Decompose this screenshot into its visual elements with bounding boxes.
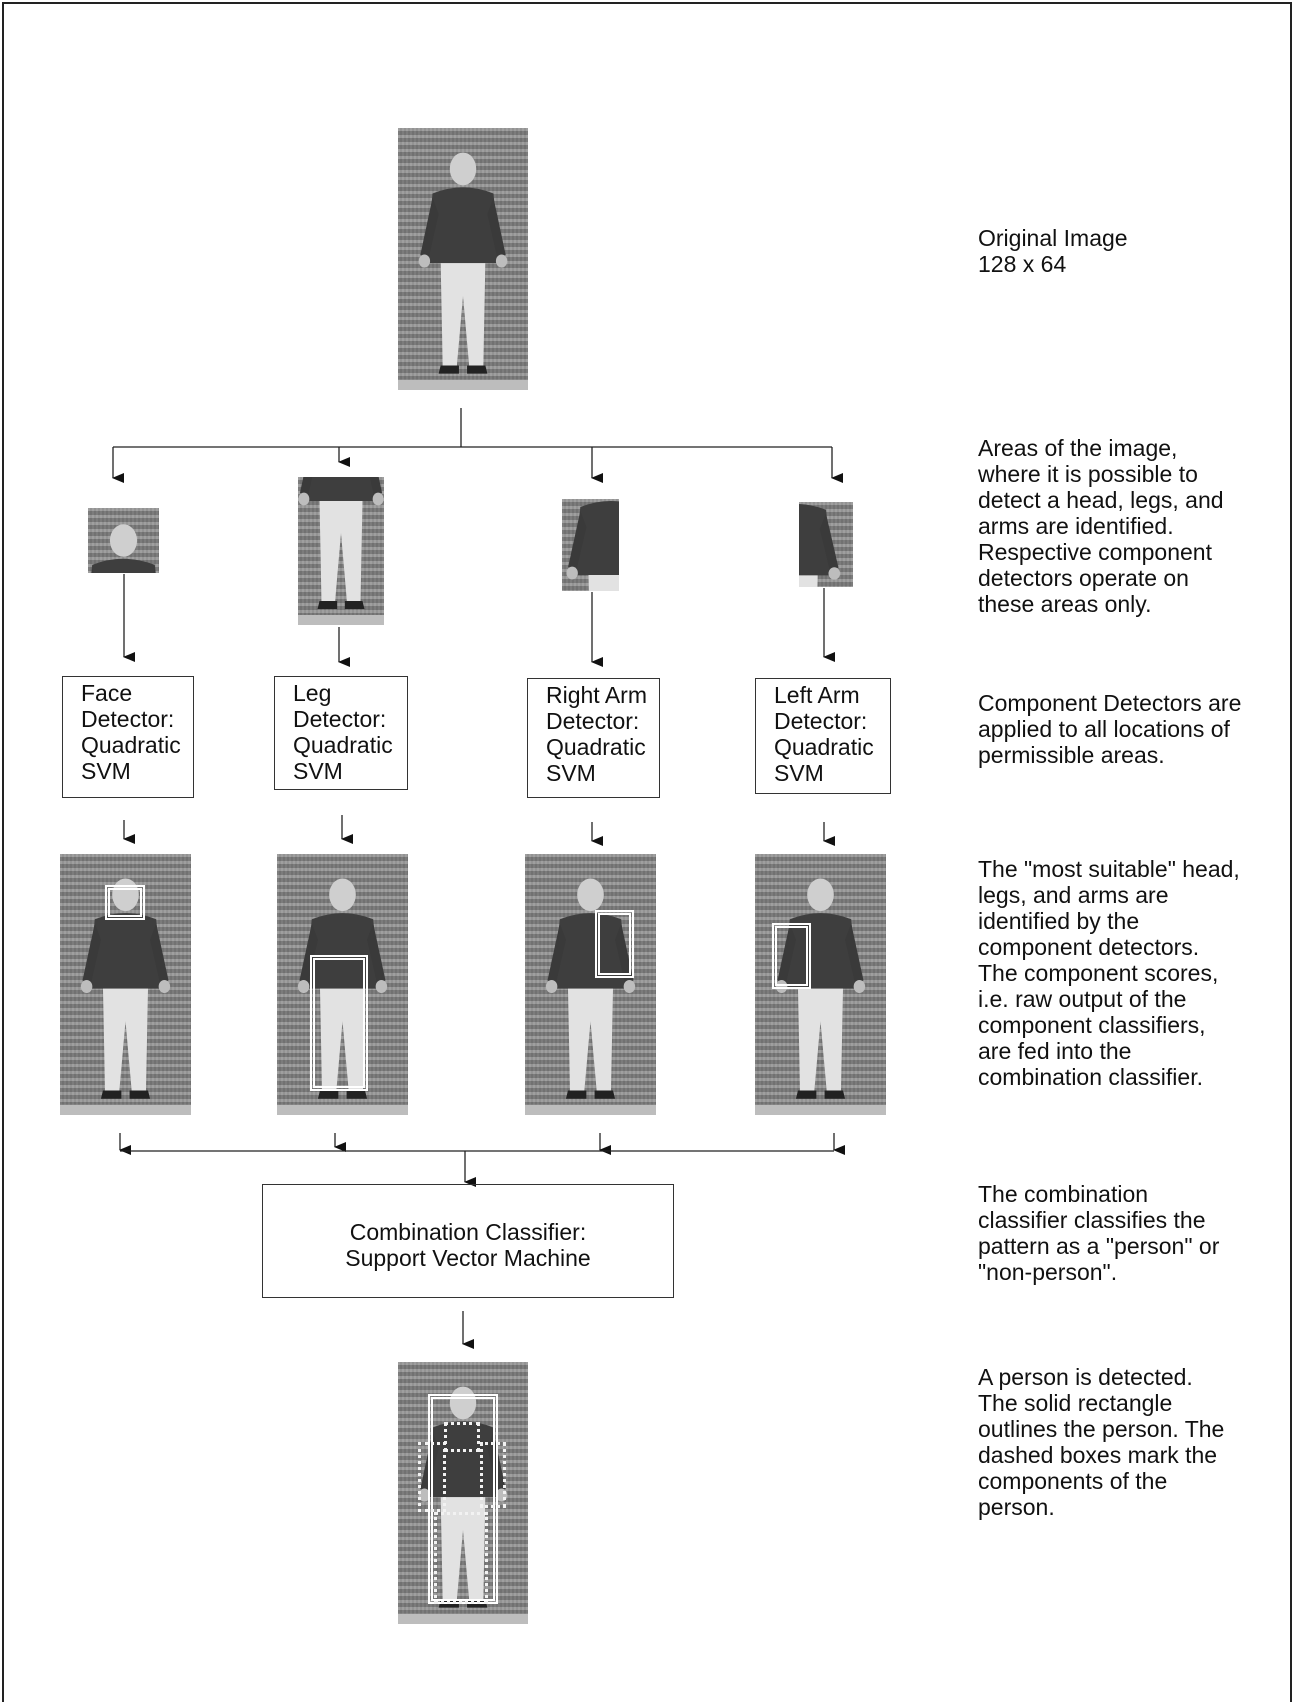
head-component-box <box>444 1422 480 1452</box>
combination-description: The combination classifier classifies th… <box>978 1181 1278 1285</box>
suitable-desc-line-6: i.e. raw output of the <box>978 986 1187 1012</box>
face-detector-box: Face Detector: Quadratic SVM <box>62 676 194 798</box>
right-arm-area-image <box>562 499 619 591</box>
legs-component-box <box>434 1512 488 1604</box>
detectors-desc-line-1: Component Detectors are <box>978 690 1242 716</box>
suitable-components-description: The "most suitable" head, legs, and arms… <box>978 856 1278 1090</box>
suitable-desc-line-2: legs, and arms are <box>978 882 1169 908</box>
leg-detector-line-2: Detector: <box>293 706 387 732</box>
result-desc-line-3: outlines the person. The <box>978 1416 1225 1442</box>
original-image-description: Original Image 128 x 64 <box>978 225 1278 277</box>
combination-line-1: Combination Classifier: <box>349 1219 587 1245</box>
suitable-desc-line-7: component classifiers, <box>978 1012 1206 1038</box>
leg-detection-box <box>310 955 368 1091</box>
face-detector-line-2: Detector: <box>81 706 175 732</box>
right-arm-detection-result-image <box>525 854 656 1115</box>
face-detection-box <box>105 885 145 920</box>
left-arm-detector-line-3: Quadratic <box>774 734 874 760</box>
result-desc-line-5: components of the <box>978 1468 1168 1494</box>
result-desc-line-2: The solid rectangle <box>978 1390 1173 1416</box>
left-arm-component-box <box>480 1442 506 1508</box>
right-arm-detector-line-1: Right Arm <box>546 682 647 708</box>
original-image <box>398 128 528 390</box>
leg-detection-result-image <box>277 854 408 1115</box>
right-arm-detector-line-3: Quadratic <box>546 734 646 760</box>
original-desc-line-2: 128 x 64 <box>978 251 1067 277</box>
areas-desc-line-5: Respective component <box>978 539 1212 565</box>
suitable-desc-line-1: The "most suitable" head, <box>978 856 1240 882</box>
areas-desc-line-6: detectors operate on <box>978 565 1189 591</box>
detectors-desc-line-2: applied to all locations of <box>978 716 1230 742</box>
right-arm-detector-line-4: SVM <box>546 760 596 786</box>
right-arm-detection-box <box>595 910 634 978</box>
original-desc-line-1: Original Image <box>978 225 1128 251</box>
left-arm-detection-result-image <box>755 854 886 1115</box>
result-desc-line-1: A person is detected. <box>978 1364 1193 1390</box>
right-arm-component-box <box>418 1442 446 1512</box>
areas-desc-line-4: arms are identified. <box>978 513 1174 539</box>
combination-desc-line-4: "non-person". <box>978 1259 1118 1285</box>
face-detector-line-1: Face <box>81 680 133 706</box>
areas-description: Areas of the image, where it is possible… <box>978 435 1278 617</box>
right-arm-detector-line-2: Detector: <box>546 708 640 734</box>
leg-detector-box: Leg Detector: Quadratic SVM <box>274 676 408 790</box>
left-arm-detector-line-2: Detector: <box>774 708 868 734</box>
combination-classifier-box: Combination Classifier: Support Vector M… <box>262 1184 674 1298</box>
suitable-desc-line-4: component detectors. <box>978 934 1200 960</box>
combination-desc-line-1: The combination <box>978 1181 1149 1207</box>
detectors-description: Component Detectors are applied to all l… <box>978 690 1278 768</box>
left-arm-detector-line-4: SVM <box>774 760 824 786</box>
result-desc-line-6: person. <box>978 1494 1055 1520</box>
suitable-desc-line-8: are fed into the <box>978 1038 1132 1064</box>
combination-line-2: Support Vector Machine <box>345 1245 591 1271</box>
head-area-image <box>88 508 159 573</box>
person-detected-image <box>398 1362 528 1624</box>
left-arm-detector-line-1: Left Arm <box>774 682 860 708</box>
areas-desc-line-2: where it is possible to <box>978 461 1198 487</box>
areas-desc-line-7: these areas only. <box>978 591 1152 617</box>
leg-detector-line-3: Quadratic <box>293 732 393 758</box>
left-arm-detector-box: Left Arm Detector: Quadratic SVM <box>755 678 891 794</box>
result-desc-line-4: dashed boxes mark the <box>978 1442 1218 1468</box>
legs-area-image <box>298 477 384 625</box>
suitable-desc-line-9: combination classifier. <box>978 1064 1203 1090</box>
combination-desc-line-2: classifier classifies the <box>978 1207 1206 1233</box>
detectors-desc-line-3: permissible areas. <box>978 742 1165 768</box>
areas-desc-line-1: Areas of the image, <box>978 435 1178 461</box>
left-arm-detection-box <box>772 923 811 989</box>
face-detector-line-3: Quadratic <box>81 732 181 758</box>
right-arm-detector-box: Right Arm Detector: Quadratic SVM <box>527 678 660 798</box>
areas-desc-line-3: detect a head, legs, and <box>978 487 1224 513</box>
suitable-desc-line-3: identified by the <box>978 908 1140 934</box>
leg-detector-line-1: Leg <box>293 680 332 706</box>
suitable-desc-line-5: The component scores, <box>978 960 1219 986</box>
combination-desc-line-3: pattern as a "person" or <box>978 1233 1220 1259</box>
leg-detector-line-4: SVM <box>293 758 343 784</box>
left-arm-area-image <box>799 502 853 587</box>
face-detection-result-image <box>60 854 191 1115</box>
face-detector-line-4: SVM <box>81 758 131 784</box>
result-description: A person is detected. The solid rectangl… <box>978 1364 1278 1520</box>
